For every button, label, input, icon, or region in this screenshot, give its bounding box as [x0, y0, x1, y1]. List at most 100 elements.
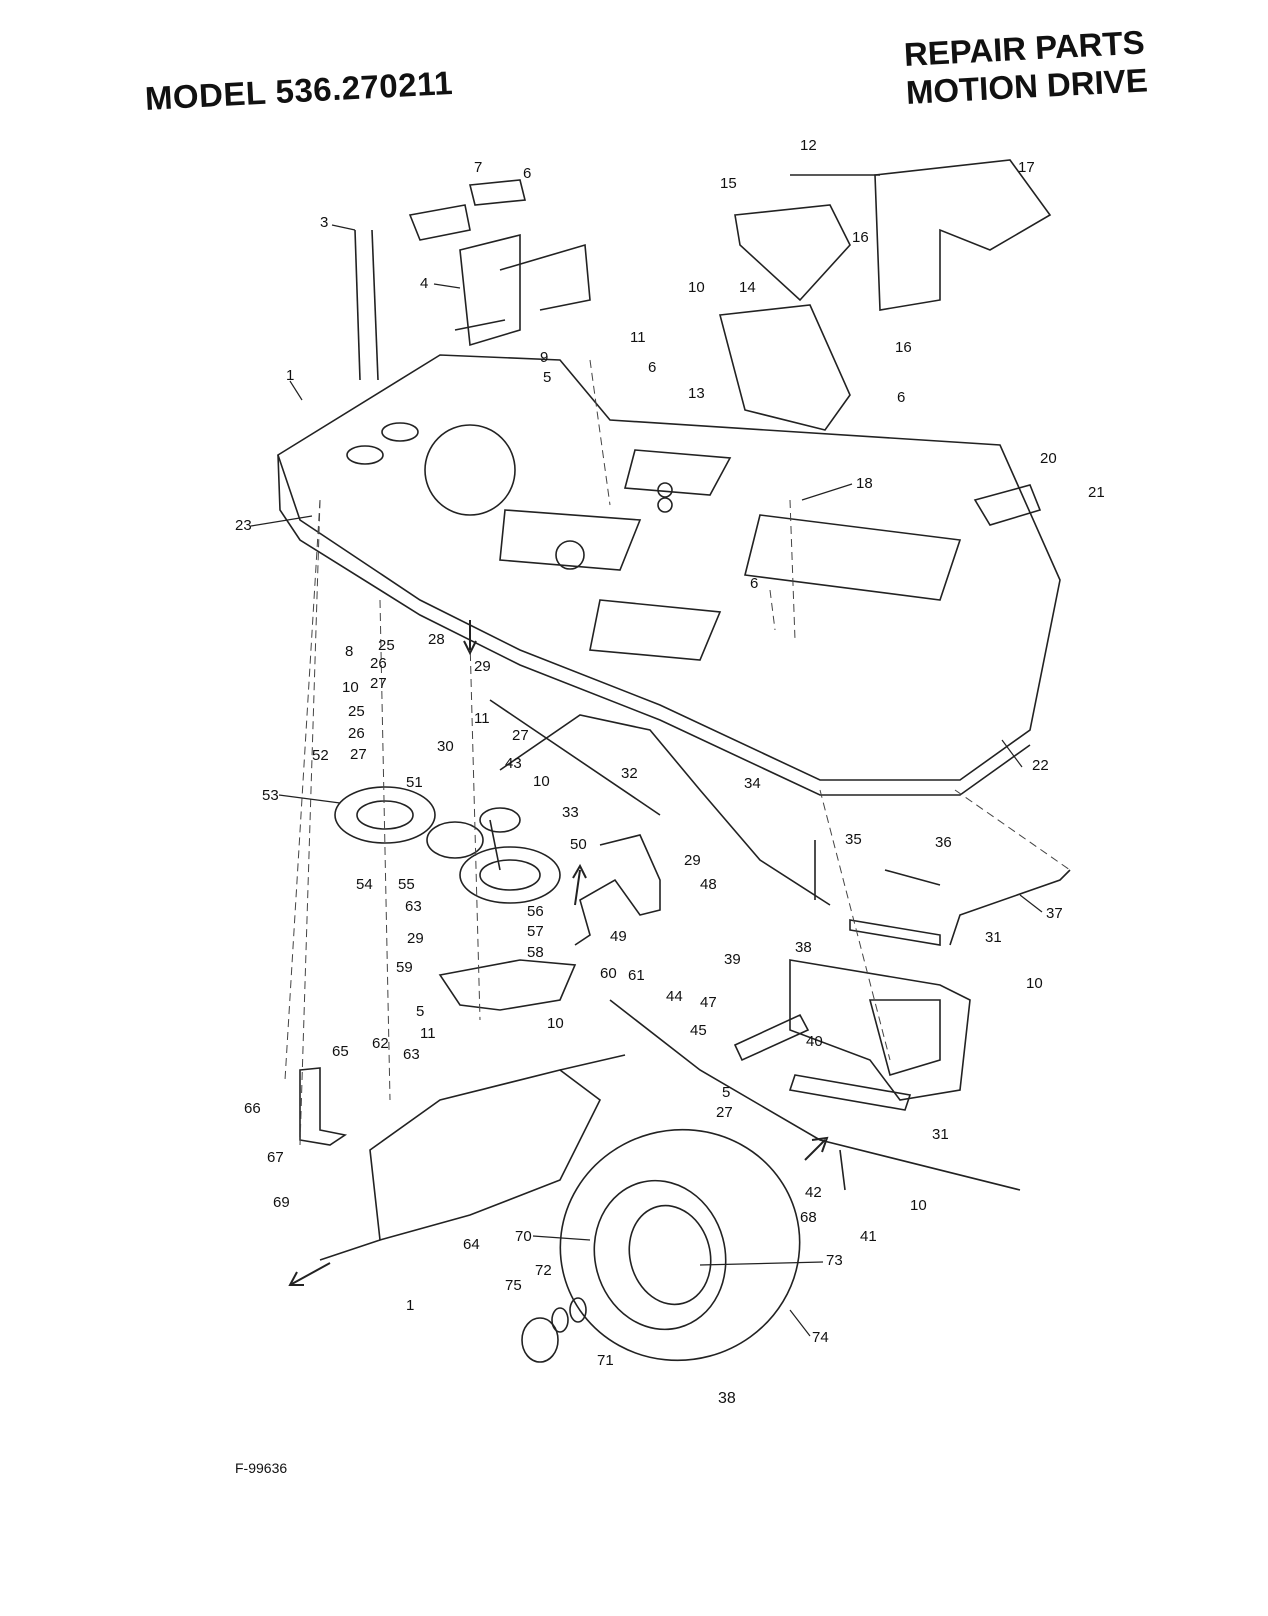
callout-number: 22	[1032, 757, 1049, 774]
callout-number: 62	[372, 1035, 389, 1052]
transaxle-64	[369, 1069, 602, 1242]
callout-number: 5	[416, 1003, 424, 1020]
bracket-40	[788, 1074, 912, 1111]
frame-hole-large	[424, 424, 516, 516]
plate-13	[718, 304, 851, 431]
callout-number: 27	[512, 727, 529, 744]
callout-number: 1	[286, 367, 294, 384]
rod-37	[949, 869, 1071, 946]
callout-number: 72	[535, 1262, 552, 1279]
callout-number: 30	[437, 738, 454, 755]
callout-number: 26	[348, 725, 365, 742]
spring-41	[839, 1149, 846, 1191]
spring-36	[884, 869, 941, 886]
bracket-66	[299, 1067, 348, 1146]
callout-number: 8	[345, 643, 353, 660]
callout-number: 47	[700, 994, 717, 1011]
callout-number: 31	[985, 929, 1002, 946]
callout-number: 12	[800, 137, 817, 154]
bracket-38	[849, 919, 941, 946]
callout-number: 14	[739, 279, 756, 296]
callout-number: 74	[812, 1329, 829, 1346]
callout-number: 37	[1046, 905, 1063, 922]
callout-number: 9	[540, 349, 548, 366]
callout-number: 64	[463, 1236, 480, 1253]
callout-number: 53	[262, 787, 279, 804]
callout-number: 60	[600, 965, 617, 982]
callout-number: 10	[688, 279, 705, 296]
callout-number: 58	[527, 944, 544, 961]
callout-number: 29	[407, 930, 424, 947]
callout-labels: 3 4 7 6 9 5 11 10 1 12 15 17 16 14 6 13 …	[235, 137, 1105, 1369]
callout-number: 4	[420, 275, 428, 292]
callout-number: 29	[474, 658, 491, 675]
callout-number: 40	[806, 1033, 823, 1050]
callout-number: 31	[932, 1126, 949, 1143]
callout-number: 26	[370, 655, 387, 672]
callout-number: 10	[342, 679, 359, 696]
callout-number: 28	[428, 631, 445, 648]
callout-number: 25	[378, 637, 395, 654]
callout-number: 39	[724, 951, 741, 968]
callout-number: 5	[543, 369, 551, 386]
plate-14	[734, 204, 851, 302]
callout-number: 68	[800, 1209, 817, 1226]
callout-number: 11	[474, 710, 490, 727]
callout-number: 55	[398, 876, 415, 893]
frame-cutout-1	[499, 509, 642, 571]
bracket-20	[973, 484, 1042, 526]
frame-cutout-2	[589, 599, 722, 661]
callout-number: 65	[332, 1043, 349, 1060]
callout-number: 10	[1026, 975, 1043, 992]
callout-number: 45	[690, 1022, 707, 1039]
callout-number: 52	[312, 747, 329, 764]
callout-number: 61	[628, 967, 645, 984]
bracket-17	[874, 159, 1052, 311]
callout-number: 70	[515, 1228, 532, 1245]
callout-number: 13	[688, 385, 705, 402]
callout-number: 27	[370, 675, 387, 692]
callout-number: 67	[267, 1149, 284, 1166]
callout-number: 6	[750, 575, 758, 592]
hub-75	[521, 1317, 559, 1363]
callout-number: 44	[666, 988, 683, 1005]
callout-number: 51	[406, 774, 423, 791]
callout-number: 75	[505, 1277, 522, 1294]
callout-number: 23	[235, 517, 252, 534]
callout-number: 25	[348, 703, 365, 720]
bracket-45	[733, 1013, 810, 1062]
callout-number: 1	[406, 1297, 414, 1314]
cable-34	[499, 714, 831, 906]
callout-number: 73	[826, 1252, 843, 1269]
callout-number: 69	[273, 1194, 290, 1211]
callout-number: 50	[570, 836, 587, 853]
pulley-55	[426, 821, 484, 859]
callout-number: 57	[527, 923, 544, 940]
callout-number: 20	[1040, 450, 1057, 467]
callout-number: 3	[320, 214, 328, 231]
callout-number: 35	[845, 831, 862, 848]
callout-number: 10	[547, 1015, 564, 1032]
callout-number: 32	[621, 765, 638, 782]
callout-number: 10	[910, 1197, 927, 1214]
callout-number: 21	[1088, 484, 1105, 501]
callout-number: 17	[1018, 159, 1035, 176]
callout-number: 43	[505, 755, 522, 772]
callout-number: 15	[720, 175, 737, 192]
tire-74	[559, 1128, 801, 1362]
callout-number: 7	[474, 159, 482, 176]
callout-number: 11	[630, 329, 646, 346]
callout-number: 6	[897, 389, 905, 406]
callout-number: 36	[935, 834, 952, 851]
callout-number: 33	[562, 804, 579, 821]
callout-number: 38	[795, 939, 812, 956]
frame-cutout-4	[623, 449, 732, 496]
frame-cutout-3	[744, 514, 962, 601]
cable-44	[609, 999, 1021, 1191]
idler-bracket-59	[438, 959, 577, 1011]
callout-number: 18	[856, 475, 873, 492]
callout-number: 6	[523, 165, 531, 182]
frame-side	[277, 454, 1031, 796]
